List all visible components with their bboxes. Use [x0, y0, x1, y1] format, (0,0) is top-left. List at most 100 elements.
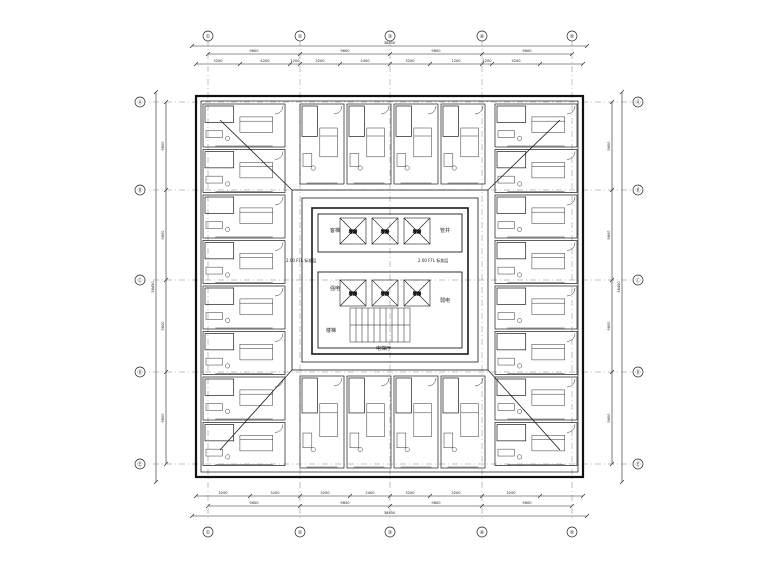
chair	[225, 408, 231, 414]
guest-room	[494, 422, 578, 466]
dim-bottom-overall-tick	[584, 513, 590, 519]
core-label-4: 弱电	[440, 297, 450, 304]
elevator-x	[339, 217, 367, 245]
building-outline	[194, 94, 585, 479]
elevator: 客梯	[371, 279, 399, 307]
dim-top-bays-label: 9600	[522, 49, 532, 53]
bathroom	[442, 105, 459, 137]
chair	[404, 447, 410, 453]
desk	[302, 432, 313, 449]
guest-room	[393, 375, 439, 469]
door-swing	[274, 242, 284, 251]
chair	[451, 447, 457, 453]
dim-bottom-seg-label: 3200	[270, 491, 280, 495]
elevator-car	[339, 279, 367, 307]
dim-bottom-seg-tick	[427, 493, 433, 499]
dim-bottom-seg-label: 3200	[218, 491, 228, 495]
elevator-car	[403, 279, 431, 307]
bathroom	[496, 151, 527, 169]
dim-top-seg-tick	[193, 61, 199, 67]
bed	[366, 403, 385, 437]
dim-left-bays-label: 9600	[161, 413, 165, 423]
dim-top-seg-tick	[387, 61, 393, 67]
elevator: 客梯	[371, 217, 399, 245]
guest-room	[346, 103, 392, 185]
chair	[225, 317, 231, 323]
grid-bubble-row	[134, 458, 146, 470]
guest-room	[202, 285, 286, 330]
dim-top-seg-label: 3200	[511, 59, 521, 63]
chair	[225, 363, 231, 369]
elevator-label: 客梯	[413, 228, 421, 234]
door-swing	[274, 333, 284, 342]
desk	[497, 312, 515, 320]
dim-bottom-seg-tick	[347, 493, 353, 499]
door-swing	[566, 378, 576, 388]
dim-bottom-seg-tick	[537, 493, 543, 499]
chair	[310, 165, 316, 171]
dim-bottom-bays-label: 9600	[340, 501, 350, 505]
chair	[517, 408, 523, 414]
elevator-x	[371, 279, 399, 307]
dim-bottom-seg-label: 3200	[405, 491, 415, 495]
grid-bubble-row-label: Ⓑ	[635, 187, 640, 194]
dim-left-overall-tick	[153, 479, 159, 485]
grid-bubble-col	[384, 30, 396, 42]
bed	[460, 403, 479, 437]
bathroom	[496, 378, 527, 396]
bathroom	[204, 333, 235, 351]
grid-bubble-col-label: ⑤	[570, 34, 574, 40]
dimension-lines	[153, 43, 625, 519]
grid-bubble-col-label: ②	[298, 530, 303, 536]
bathroom	[395, 377, 412, 414]
guest-rooms	[202, 103, 578, 469]
note-left: 2.00 FFL 标准层	[286, 257, 316, 263]
bathroom	[301, 105, 318, 137]
dim-right-bays-label: 9600	[607, 413, 611, 423]
core-label-2: 管井	[440, 227, 450, 234]
dim-bottom-bays-tick	[297, 503, 303, 509]
dim-bottom-seg-label: 3200	[506, 491, 516, 495]
elevator-car	[371, 279, 399, 307]
dim-bottom-seg-label: 2400	[365, 491, 375, 495]
dim-bottom-bays-tick	[479, 503, 485, 509]
elevator: 客梯	[339, 217, 367, 245]
grid-bubble-col	[566, 30, 578, 42]
desk	[205, 175, 223, 184]
dim-left-bays-label: 9600	[161, 230, 165, 240]
guest-room	[440, 375, 486, 469]
bed	[319, 127, 338, 158]
door-swing	[566, 196, 576, 206]
desk	[497, 357, 515, 366]
desk	[302, 153, 313, 167]
dim-right-overall-tick	[619, 479, 625, 485]
dim-right-overall-tick	[619, 89, 625, 95]
chair	[357, 447, 363, 453]
grid-bubble-row-label: Ⓑ	[137, 187, 142, 194]
grid-bubble-row-label: Ⓓ	[137, 369, 142, 376]
dim-bottom-bays-label: 9600	[431, 501, 441, 505]
dim-left-bays-label: 9600	[161, 321, 165, 331]
chair	[225, 272, 231, 278]
grid-bubble-col-label: ④	[480, 530, 485, 536]
dim-top-seg-label: 4200	[260, 59, 270, 63]
dim-top-bays-label: 9600	[431, 49, 441, 53]
elevator-label: 客梯	[413, 290, 421, 296]
grid-bubble-col	[294, 30, 306, 42]
bathroom	[496, 105, 527, 123]
dim-right-bays-label: 9600	[607, 141, 611, 151]
desk	[497, 448, 515, 457]
guest-room	[202, 103, 286, 148]
elevator-label: 客梯	[349, 290, 357, 296]
dim-bottom-bays-label: 9600	[522, 501, 532, 505]
bed	[366, 127, 385, 158]
bed	[239, 344, 273, 361]
dim-bottom-seg-tick	[580, 493, 586, 499]
desk	[205, 403, 223, 411]
dim-bottom-bays-label: 9600	[249, 501, 259, 505]
bed	[531, 344, 565, 361]
bathroom	[496, 242, 527, 260]
bed	[531, 162, 565, 179]
